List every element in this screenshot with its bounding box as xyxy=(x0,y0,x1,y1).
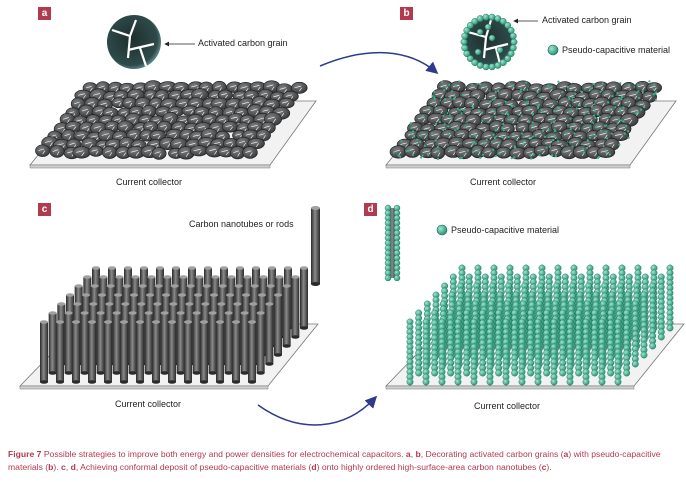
panel-tag-a: a xyxy=(38,7,51,20)
caption-ref: b xyxy=(415,449,421,459)
panel-b xyxy=(385,13,677,169)
caption-ref: b xyxy=(48,462,54,472)
caption-figure-number: Figure 7 xyxy=(8,449,42,459)
activated-carbon-grain-a xyxy=(107,15,161,69)
activated-carbon-grain-b xyxy=(460,13,518,71)
panel-tag-b: b xyxy=(400,7,413,20)
caption-text: Possible strategies to improve both ener… xyxy=(41,449,406,459)
grain-label-a: Activated carbon grain xyxy=(198,38,288,48)
panel-a xyxy=(29,15,317,169)
arrow-c-to-d xyxy=(257,395,378,426)
decorated-grain-layer-b xyxy=(389,80,662,161)
collector-label-c: Current collector xyxy=(115,399,182,409)
rod-label-c: Carbon nanotubes or rods xyxy=(189,219,294,229)
caption-text: ) with pseudo-capacitive materials ( xyxy=(8,449,661,472)
pseudo-legend-label-b: Pseudo-capacitive material xyxy=(562,45,671,55)
caption-text: ). xyxy=(546,462,552,472)
collector-label-a: Current collector xyxy=(116,177,183,187)
panel-tag-c: c xyxy=(38,203,51,216)
caption-text: , Achieving conformal deposit of pseudo-… xyxy=(75,462,312,472)
caption-text: , Decorating activated carbon grains ( xyxy=(420,449,564,459)
collector-label-b: Current collector xyxy=(470,177,537,187)
panel-tag-d: d xyxy=(364,203,377,216)
nanotube-array-c xyxy=(40,266,308,384)
coated-nanotube-array-d xyxy=(406,264,674,386)
single-nanotube-c xyxy=(311,206,320,286)
caption-ref: d xyxy=(311,462,317,472)
caption-text: , xyxy=(410,449,416,459)
grain-label-b: Activated carbon grain xyxy=(542,15,632,25)
pseudo-legend-dot-d xyxy=(436,224,448,236)
carbon-grain-layer-a xyxy=(35,80,308,160)
caption-ref: c xyxy=(541,462,547,472)
collector-label-d: Current collector xyxy=(474,401,541,411)
caption-text: ) onto highly ordered high-surface-area … xyxy=(316,462,542,472)
figure-caption: Figure 7 Possible strategies to improve … xyxy=(8,448,680,474)
pseudo-legend-dot-b xyxy=(547,44,559,56)
caption-ref: a xyxy=(405,449,411,459)
caption-ref: d xyxy=(70,462,76,472)
panel-c xyxy=(19,206,320,390)
pseudo-legend-label-d: Pseudo-capacitive material xyxy=(451,225,560,235)
caption-text: , xyxy=(65,462,71,472)
arrow-a-to-b xyxy=(319,51,439,74)
single-coated-nanotube-d xyxy=(384,204,401,282)
caption-ref: c xyxy=(61,462,66,472)
panel-d xyxy=(384,204,685,390)
caption-text: ). xyxy=(53,462,62,472)
caption-ref: a xyxy=(563,449,569,459)
